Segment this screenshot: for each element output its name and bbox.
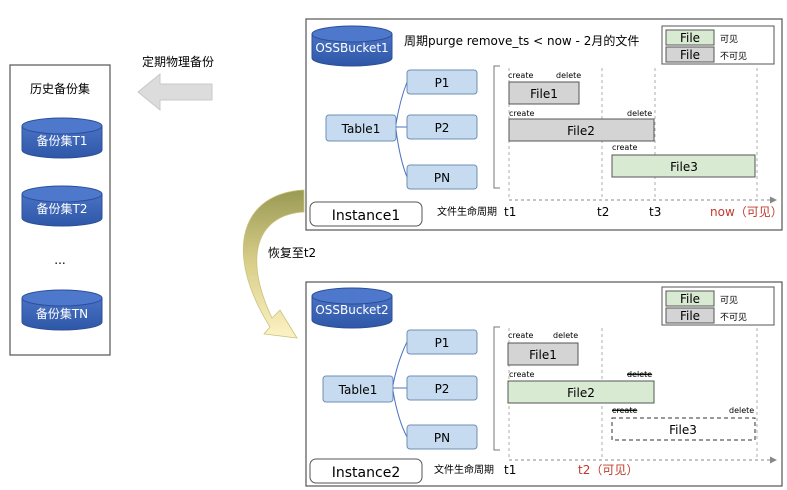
instance1-panel: OSSBucket1 周期purge remove_ts < now - 2月的… (305, 18, 783, 231)
panel2-bracket (493, 326, 500, 451)
backup-set-t2: 备份集T2 (21, 185, 103, 227)
table1-box (325, 114, 397, 142)
instance2-label: Instance2 (332, 465, 400, 481)
partition-p2-2 (406, 375, 478, 401)
file1-label: File1 (530, 87, 558, 101)
panel1-bracket (493, 65, 500, 189)
instance1-box (309, 201, 423, 227)
instance2-box (309, 458, 423, 484)
backup-set-t1-label: 备份集T1 (37, 133, 88, 148)
partition-pn-label-2: PN (434, 431, 450, 445)
file2-delete: delete (627, 109, 652, 118)
table1-branches (395, 81, 408, 178)
legend2-visible-file: File (680, 292, 700, 306)
panel2-tick-t2: t2（可见） (578, 463, 638, 477)
backup-set-ellipsis: ... (54, 253, 65, 267)
table1-label-2: Table1 (338, 383, 378, 397)
file2-label-2: File2 (567, 386, 595, 400)
panel1-lifecycle-label: 文件生命周期 (437, 205, 497, 218)
oss-bucket2: OSSBucket2 (311, 287, 393, 329)
panel1-tick-t2: t2 (597, 205, 609, 219)
panel1-tick-t3: t3 (649, 205, 661, 219)
legend-visible-note: 可见 (720, 34, 738, 45)
backup-set-t2-label: 备份集T2 (37, 201, 88, 216)
partition-pn-label: PN (434, 171, 450, 185)
file3-bar-2 (611, 417, 756, 441)
backup-set-tn: 备份集TN (21, 289, 103, 331)
panel2-tick-t1: t1 (504, 463, 516, 477)
legend2-invisible-swatch (665, 307, 715, 324)
partition-p2-label-2: P2 (435, 382, 450, 396)
history-backup-set: 历史备份集 备份集T1 备份集T2 ... 备份集TN (9, 64, 111, 356)
history-set-title: 历史备份集 (30, 81, 90, 96)
file1-bar-2 (507, 342, 579, 366)
file1-label-2: File1 (529, 348, 557, 362)
panel2-legend: File 可见 File 不可见 (661, 286, 775, 326)
purge-title: 周期purge remove_ts < now - 2月的文件 (404, 33, 639, 48)
partition-p1-label: P1 (435, 76, 450, 90)
partition-pn-2 (406, 424, 478, 450)
file3-label-2: File3 (669, 423, 697, 437)
restore-arrow-label: 恢复至t2 (268, 246, 316, 260)
oss-bucket1-label: OSSBucket1 (315, 41, 388, 55)
partition-p2-label: P2 (435, 121, 450, 135)
legend2-invisible-file: File (680, 309, 700, 323)
panel1-legend: File 可见 File 不可见 (661, 25, 775, 65)
file2-delete-2: delete (627, 370, 652, 379)
table1-label: Table1 (341, 122, 381, 136)
legend-invisible-swatch (665, 46, 715, 63)
file3-create-2: create (612, 406, 637, 415)
backup-set-t1: 备份集T1 (21, 117, 103, 159)
file2-create-2: create (509, 370, 534, 379)
backup-set-tn-label: 备份集TN (36, 306, 88, 321)
file3-bar (611, 154, 756, 178)
oss-bucket1: OSSBucket1 (311, 25, 393, 67)
restore-arrow: 恢复至t2 (242, 189, 316, 339)
backup-arrow-label: 定期物理备份 (142, 54, 214, 69)
partition-pn (406, 164, 478, 190)
legend2-invisible-note: 不可见 (720, 312, 747, 323)
instance1-label: Instance1 (332, 208, 400, 224)
instance2-panel: OSSBucket2 File 可见 File 不可见 Table1 P1 P2… (305, 281, 783, 487)
partition-p1-label-2: P1 (435, 336, 450, 350)
legend-invisible-note: 不可见 (720, 51, 747, 62)
file3-create: create (612, 143, 637, 152)
file1-bar (508, 81, 580, 105)
partition-p1-2 (406, 329, 478, 355)
legend2-visible-swatch (665, 290, 715, 307)
panel1-tick-now: now（可见） (710, 205, 783, 219)
legend-visible-swatch (665, 29, 715, 46)
file2-create: create (509, 109, 534, 118)
partition-p2 (406, 114, 478, 140)
panel1-tick-t1: t1 (504, 205, 516, 219)
file3-label: File3 (670, 160, 698, 174)
file2-label: File2 (567, 124, 595, 138)
file1-create: create (508, 71, 533, 80)
file1-create-2: create (508, 331, 533, 340)
partition-p1 (406, 69, 478, 95)
oss-bucket2-label: OSSBucket2 (315, 303, 388, 317)
legend2-visible-note: 可见 (720, 295, 738, 306)
legend-visible-file: File (680, 31, 700, 45)
file1-delete-2: delete (553, 331, 578, 340)
file2-bar (508, 118, 655, 142)
file1-delete: delete (556, 71, 581, 80)
backup-arrow: 定期物理备份 (137, 54, 214, 112)
file2-bar-2 (507, 380, 655, 404)
panel2-lifecycle-label: 文件生命周期 (434, 463, 494, 476)
file3-delete-2: delete (729, 406, 754, 415)
table1-branches-2 (392, 341, 408, 438)
legend-invisible-file: File (680, 48, 700, 62)
table1-box-2 (322, 375, 394, 403)
